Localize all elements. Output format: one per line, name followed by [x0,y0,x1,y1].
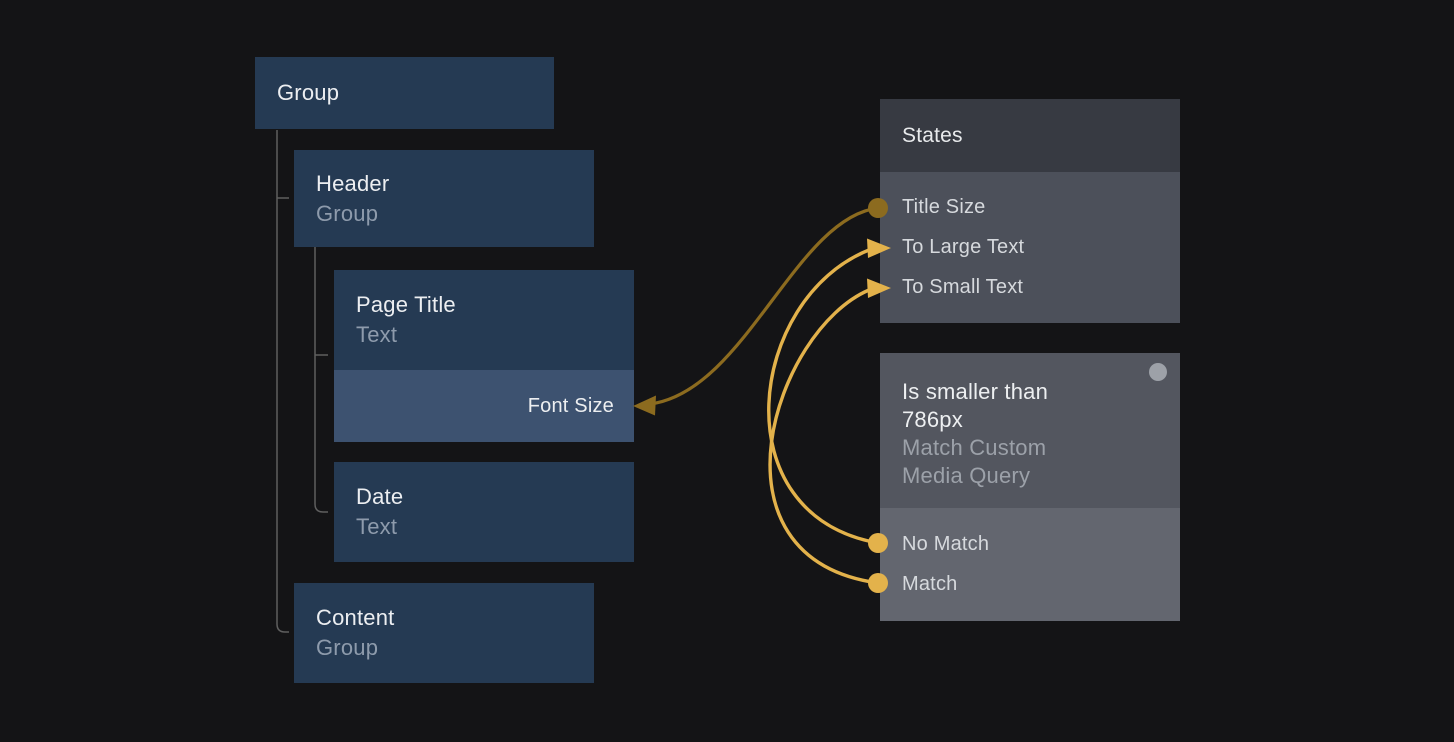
layer-node-title: Page Title [356,292,456,317]
media-query-item-no-match[interactable]: No Match [902,532,990,555]
layer-node-type: Group [316,200,379,226]
layer-node-type: Text [356,322,398,347]
connection-match-to-small-text[interactable] [768,288,879,585]
states-panel-header: States [880,99,1180,172]
tree-line-level1 [276,130,289,633]
media-query-panel-header[interactable]: Is smaller than 786px Match Custom Media… [880,353,1180,508]
layer-node-title: Content [316,605,395,630]
tree-line-level2 [314,247,328,513]
states-panel-title: States [902,123,963,147]
media-query-panel: Is smaller than 786px Match Custom Media… [880,353,1180,621]
layer-node-type: Group [316,635,379,660]
states-panel-body: Title Size To Large Text To Small Text [880,172,1180,323]
layer-node-content[interactable]: Content Group [294,583,594,683]
font-size-property-row[interactable]: Font Size [334,370,634,442]
layer-node-title: Group [277,80,340,105]
arrowhead-font-size-icon [633,395,656,416]
layer-node-group[interactable]: Group [255,57,554,129]
state-item-to-small-text[interactable]: To Small Text [902,275,1024,298]
media-query-subtitle: Match Custom Media Query [902,435,1047,488]
media-query-title: Is smaller than 786px [902,379,1049,432]
state-item-title-size[interactable]: Title Size [902,195,986,218]
layer-node-page-title-main[interactable]: Page Title Text [334,270,634,370]
states-panel: States Title Size To Large Text To Small… [880,99,1180,323]
layer-node-date[interactable]: Date Text [334,462,634,562]
connection-title-size-to-font-size[interactable] [649,206,879,406]
layer-node-page-title[interactable]: Page Title Text Font Size [334,270,634,442]
media-query-panel-body: No Match Match [880,508,1180,621]
media-query-item-match[interactable]: Match [902,572,958,595]
layer-node-title: Date [356,484,404,509]
layer-node-type: Text [356,514,398,539]
state-item-to-large-text[interactable]: To Large Text [902,235,1025,258]
layer-node-header[interactable]: Header Group [294,150,594,247]
font-size-property-label: Font Size [527,394,614,417]
layer-node-title: Header [316,170,390,196]
output-port-icon[interactable] [1149,363,1167,381]
connection-no-match-to-large-text[interactable] [767,248,879,545]
